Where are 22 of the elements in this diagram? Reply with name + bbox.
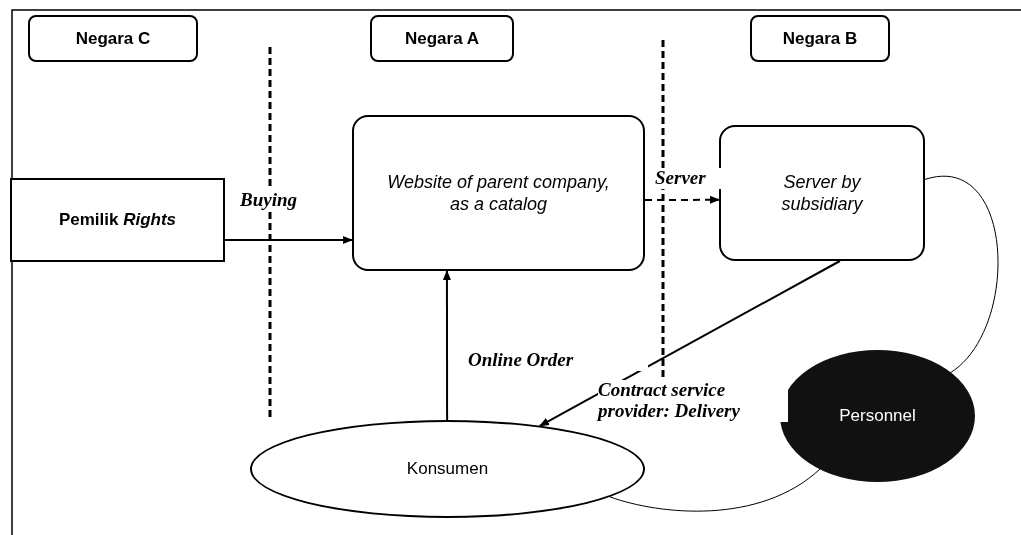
node-label: Server by subsidiary [780,170,864,216]
process-box [719,125,925,261]
node-label: Negara A [405,27,479,50]
country-box [28,15,198,62]
country-box [370,15,514,62]
arrow [538,260,841,427]
node-label: Website of parent company, as a catalog [386,170,611,216]
node-label: Personnel [839,405,916,427]
node-label: Pemilik Rights [58,209,177,231]
node-label: Negara B [782,27,858,50]
connector-line [924,175,999,374]
arrow [224,235,353,244]
edge-label: Contract service provider: Delivery [598,380,788,422]
node-label: Negara C [75,27,151,50]
process-box [352,115,645,271]
node-label: Konsumen [406,458,489,480]
country-box [750,15,890,62]
edge-label: Online Order [468,350,648,371]
process-box [10,178,225,262]
connector-line [609,468,821,512]
arrow [442,270,451,421]
arrow [644,195,720,204]
